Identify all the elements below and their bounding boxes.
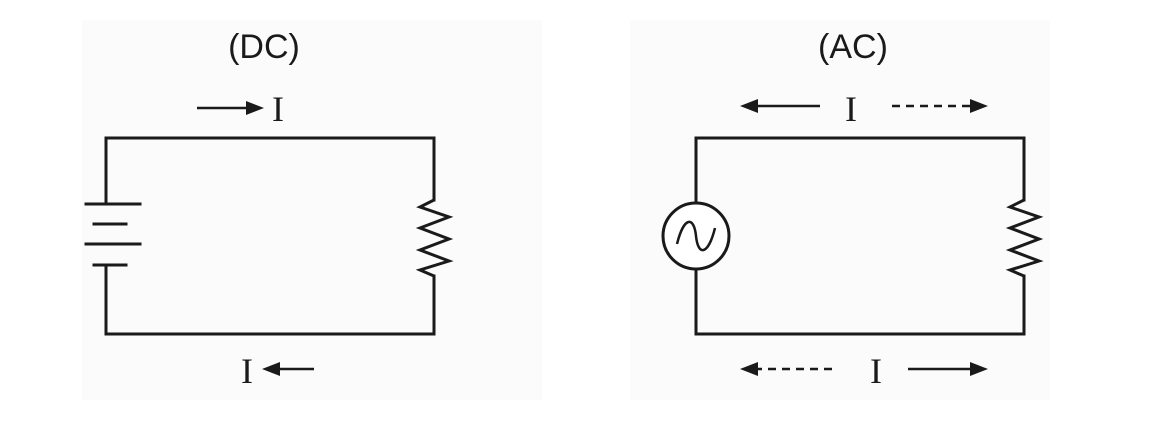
dc-bottom-current-arrow bbox=[262, 362, 314, 376]
dc-wires bbox=[104, 136, 436, 336]
dc-circuit: (DC) I I bbox=[84, 28, 454, 391]
dc-top-current-label: I bbox=[272, 89, 284, 129]
battery-symbol bbox=[84, 202, 142, 267]
ac-circuit: (AC) I I bbox=[661, 28, 1044, 391]
dc-bottom-current-label: I bbox=[241, 351, 253, 391]
ac-top-left-arrow bbox=[740, 99, 820, 113]
ac-source-symbol bbox=[661, 201, 731, 271]
dc-resistor-symbol bbox=[415, 198, 454, 278]
dc-title: (DC) bbox=[228, 28, 300, 66]
ac-bottom-right-arrow bbox=[908, 362, 988, 376]
ac-bottom-left-dashed-arrow bbox=[740, 362, 836, 376]
dc-top-current-arrow bbox=[197, 101, 264, 115]
ac-bottom-current-label: I bbox=[870, 351, 882, 391]
ac-top-current-label: I bbox=[845, 89, 857, 129]
ac-title: (AC) bbox=[818, 28, 888, 66]
ac-top-right-dashed-arrow bbox=[892, 99, 988, 113]
dc-panel bbox=[82, 20, 542, 400]
ac-resistor-symbol bbox=[1005, 198, 1044, 278]
ac-wires bbox=[694, 136, 1026, 336]
